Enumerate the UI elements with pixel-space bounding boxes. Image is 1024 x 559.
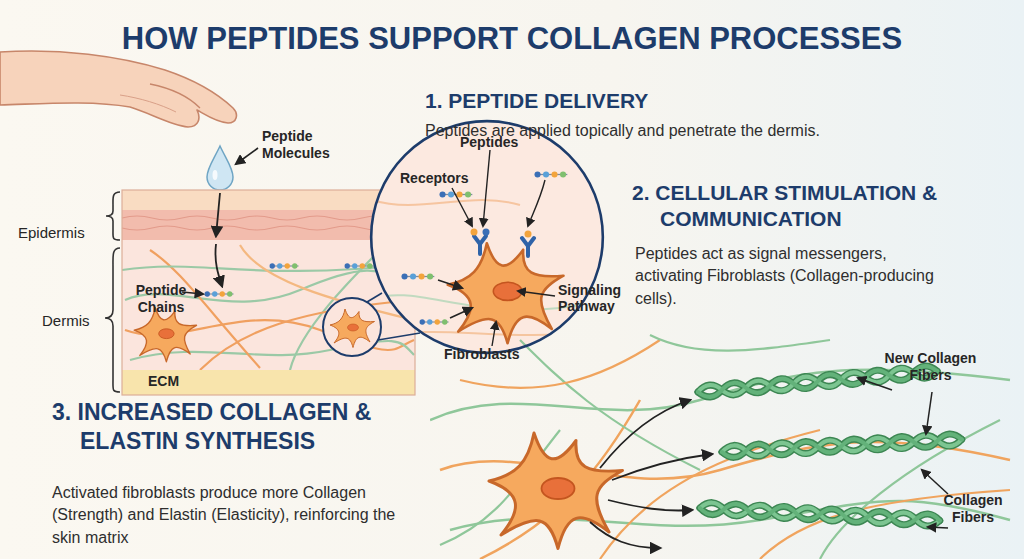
skin-section-part (330, 309, 375, 348)
peptide-droplet (207, 146, 233, 190)
zoom-circle: PeptidesReceptorsSignaling PathwayFibrob… (370, 120, 604, 354)
collagen-matrix-part-part (650, 335, 830, 351)
collagen-matrix-part (722, 433, 962, 458)
skin-section-part-part (290, 245, 385, 370)
collagen-matrix-part (430, 335, 1010, 559)
hand-illustration (0, 51, 236, 127)
skin-section-part (122, 240, 415, 370)
skin-section-part (122, 190, 415, 210)
flow-arrow (612, 454, 712, 480)
leader-arrow (483, 150, 490, 226)
circle-outline (370, 120, 604, 354)
skin-section-part (323, 298, 381, 356)
skin-section-part-part (200, 300, 414, 370)
leader-arrow (518, 291, 555, 296)
leader-arrow (926, 392, 932, 434)
step-description: Peptides are applied topically and penet… (425, 121, 945, 142)
skin-section-part (122, 190, 415, 395)
part-label: Fibroblasts (444, 346, 544, 363)
part-label: Collagen Fibers (930, 492, 1016, 526)
part-label: Peptide Chains (126, 282, 196, 316)
zoom-interior-part (474, 236, 486, 254)
zoom-interior-part (420, 319, 449, 324)
leader-arrow (236, 148, 258, 164)
zoom-line (378, 333, 420, 340)
part-label: Peptides (460, 134, 540, 151)
diagram-title: HOW PEPTIDES SUPPORT COLLAGEN PROCESSES (0, 20, 1024, 57)
skin-section-part-part (125, 271, 414, 302)
zoom-interior-part (371, 121, 603, 353)
zoom-interior-part (534, 171, 567, 177)
leader-arrow (182, 292, 203, 294)
skin-section-part (122, 245, 414, 370)
leader-arrow (922, 470, 948, 494)
zoom-interior-part (448, 243, 564, 343)
step-heading: 2. CELLULAR STIMULATION & COMMUNICATION (632, 180, 982, 233)
skin-section-part (134, 308, 196, 362)
peptide-droplet-part (207, 146, 233, 190)
step-description: Activated fibroblasts produce more Colla… (52, 482, 422, 549)
collagen-matrix-part-part (600, 430, 820, 559)
flow-arrow (528, 180, 545, 226)
step-description: Peptides act as signal messengers, activ… (635, 243, 935, 310)
skin-section-part (122, 216, 415, 220)
layer-bracket (106, 192, 120, 240)
flow-arrow (590, 522, 660, 548)
skin-section-part (270, 263, 299, 268)
collagen-matrix-part-part (480, 400, 640, 559)
zoom-interior-part (401, 273, 434, 279)
skin-section-part (345, 263, 374, 268)
part-label: New Collagen Fibers (868, 350, 993, 384)
layer-bracket (105, 248, 120, 392)
skin-section-part (122, 226, 415, 230)
leader-arrow (492, 322, 496, 346)
flow-arrow (438, 280, 462, 288)
leader-arrow (858, 378, 892, 390)
circle-outline (371, 121, 603, 353)
zoom-interior-part (522, 238, 534, 256)
flow-arrow (216, 193, 220, 236)
flow-arrow (450, 308, 472, 318)
leader-arrow (452, 188, 472, 226)
collagen-matrix-part (697, 365, 937, 398)
leader-arrow (928, 527, 948, 528)
skin-section-box: Peptide ChainsECM (122, 190, 415, 395)
part-label: Peptide Molecules (262, 128, 352, 162)
skin-section-part (205, 291, 234, 296)
collagen-matrix-part-part (520, 340, 700, 470)
zoom-interior-part-part (380, 330, 600, 340)
zoom-interior-part (483, 229, 490, 236)
step-heading: 3. INCREASED COLLAGEN & ELASTIN SYNTHESI… (52, 398, 392, 456)
flow-arrow (600, 400, 690, 468)
collagen-matrix-part (700, 502, 940, 527)
flow-arrow (608, 500, 692, 511)
peptide-droplet-part (213, 170, 218, 180)
zoom-interior (370, 121, 604, 353)
zoom-interior-part (471, 229, 478, 236)
part-label: Signaling Pathway (558, 282, 638, 314)
part-label: Receptors (400, 170, 490, 187)
step-heading: 1. PEPTIDE DELIVERY (425, 88, 925, 113)
skin-section (122, 190, 415, 395)
layer-label: Dermis (42, 312, 112, 330)
hand-illustration-part (120, 95, 176, 112)
zoom-line (367, 293, 382, 302)
skin-section-part-part (122, 264, 414, 271)
hand-illustration-part (0, 51, 236, 127)
zoom-interior-part (525, 231, 532, 238)
skin-section-part (122, 370, 415, 395)
zoom-interior-part-part (372, 200, 520, 205)
part-label: ECM (148, 373, 208, 390)
layer-label: Epidermis (18, 224, 108, 242)
collagen-matrix-part-part (460, 340, 660, 388)
collagen-matrix (430, 335, 1010, 559)
flow-arrow (215, 244, 222, 286)
